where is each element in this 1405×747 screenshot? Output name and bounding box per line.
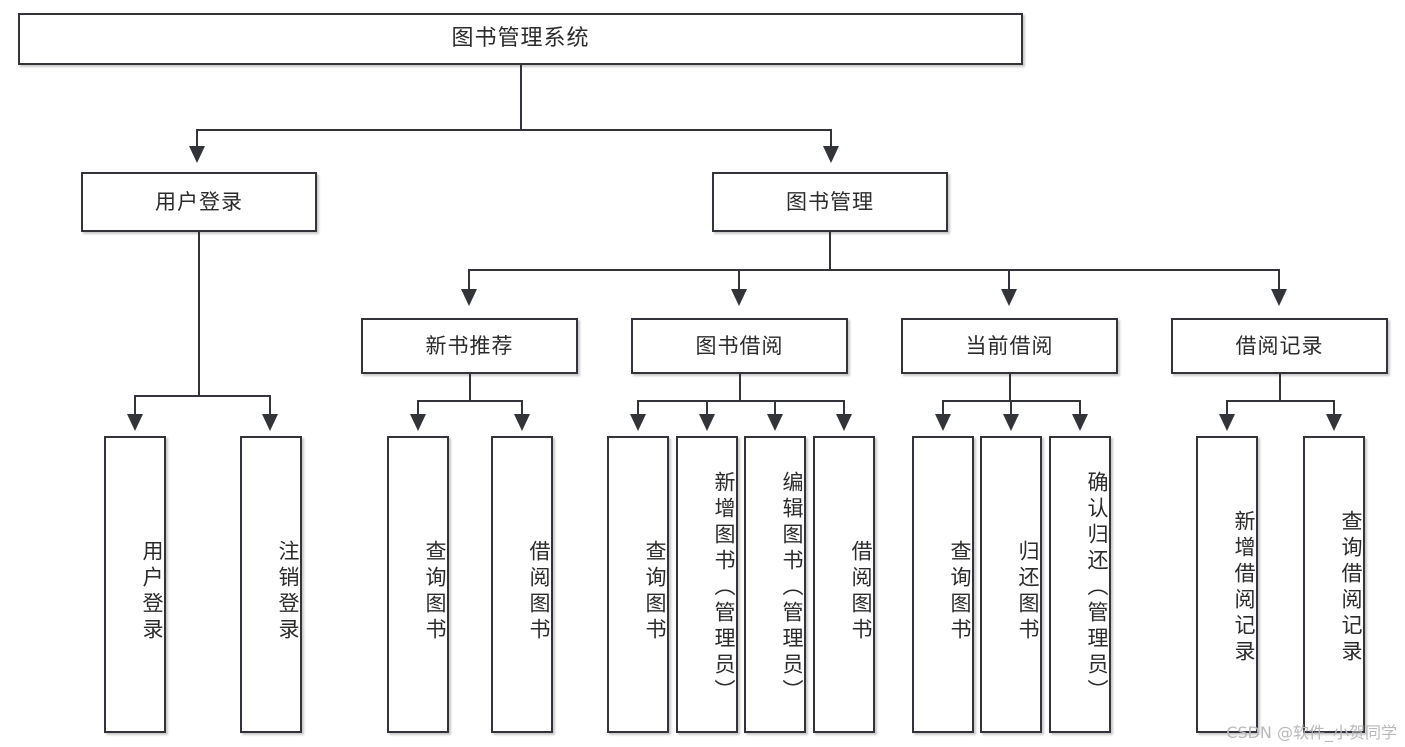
node-label: 借阅图书 [527,539,551,644]
leaf-borrow-book-new[interactable]: 借阅图书 [491,436,553,733]
connector-book-mgmt-bus [468,269,1280,271]
arrowhead-leaf-query-record [1326,414,1342,431]
connector-borrow-record-drop-2 [1333,400,1335,416]
node-label: 查询图书 [423,539,447,644]
arrowhead-leaf-borrow-book-1 [514,414,530,431]
arrowhead-current-borrow [1001,289,1017,306]
connector-user-login-drop-1 [134,395,136,416]
node-label: 借阅图书 [849,539,873,644]
connector-user-login-bus [134,395,270,397]
connector-book-borrow-stem [739,374,741,401]
connector-new-book-drop-1 [417,400,419,416]
connector-root-to-book-mgmt [830,129,832,148]
leaf-add-book[interactable]: 新增图书（管理员） [676,436,738,733]
connector-book-borrow-drop-4 [843,400,845,416]
node-label: 当前借阅 [965,333,1054,358]
connector-borrow-record-bus [1226,400,1334,402]
connector-book-borrow-bus [637,400,845,402]
arrowhead-leaf-query-book-1 [410,414,426,431]
arrowhead-user-login [189,146,205,163]
leaf-query-borrow-record[interactable]: 查询借阅记录 [1303,436,1365,733]
arrowhead-leaf-add-record [1219,414,1235,431]
connector-current-borrow-drop-1 [942,400,944,416]
connector-root-to-user-login [196,129,198,148]
node-label: 借阅记录 [1235,333,1324,358]
leaf-return-book[interactable]: 归还图书 [980,436,1042,733]
arrowhead-leaf-confirm-return [1072,414,1088,431]
node-label: 新增借阅记录 [1232,509,1256,666]
connector-to-current-borrow [1008,269,1010,291]
connector-to-new-book [468,269,470,291]
leaf-user-login[interactable]: 用户登录 [104,436,166,733]
node-book-management[interactable]: 图书管理 [712,172,948,232]
connector-to-book-borrow [738,269,740,291]
node-current-borrow[interactable]: 当前借阅 [901,318,1118,374]
node-label: 用户登录 [140,539,164,644]
node-root-system[interactable]: 图书管理系统 [18,13,1023,65]
leaf-borrow-book[interactable]: 借阅图书 [813,436,875,733]
arrowhead-leaf-user-login [127,414,143,431]
arrowhead-borrow-record [1271,289,1287,306]
node-label: 查询借阅记录 [1339,509,1363,666]
arrowhead-new-book [461,289,477,306]
connector-root-bus [196,129,832,131]
arrowhead-book-mgmt [823,146,839,163]
connector-new-book-stem [469,374,471,401]
leaf-add-borrow-record[interactable]: 新增借阅记录 [1196,436,1258,733]
arrowhead-leaf-borrow-book-2 [836,414,852,431]
leaf-edit-book[interactable]: 编辑图书（管理员） [744,436,806,733]
leaf-query-book-borrow[interactable]: 查询图书 [607,436,669,733]
node-label: 确认归还（管理员） [1085,470,1109,705]
node-label: 查询图书 [948,539,972,644]
connector-user-login-drop-2 [269,395,271,416]
connector-to-borrow-record [1278,269,1280,291]
watermark-text: CSDN @软件_小贺同学 [1226,723,1397,742]
connector-current-borrow-stem [1009,374,1011,401]
node-label: 新书推荐 [425,333,514,358]
node-label: 用户登录 [155,189,243,214]
arrowhead-leaf-logout [262,414,278,431]
connector-book-mgmt-stem [829,232,831,270]
connector-borrow-record-stem [1279,374,1281,401]
node-label: 查询图书 [643,539,667,644]
connector-book-borrow-drop-2 [706,400,708,416]
node-label: 图书借阅 [695,333,784,358]
arrowhead-leaf-query-book-3 [935,414,951,431]
node-new-book-recommend[interactable]: 新书推荐 [361,318,578,374]
connector-borrow-record-drop-1 [1226,400,1228,416]
node-book-borrow[interactable]: 图书借阅 [631,318,848,374]
connector-book-borrow-drop-3 [774,400,776,416]
node-borrow-record[interactable]: 借阅记录 [1171,318,1388,374]
node-label: 图书管理 [786,189,874,214]
leaf-query-book-current[interactable]: 查询图书 [912,436,974,733]
connector-current-borrow-drop-2 [1010,400,1012,416]
connector-new-book-bus [417,400,522,402]
connector-book-borrow-drop-1 [637,400,639,416]
connector-root-stem [520,65,522,130]
arrowhead-leaf-add-book [699,414,715,431]
arrowhead-book-borrow [731,289,747,306]
node-label: 归还图书 [1016,539,1040,644]
arrowhead-leaf-query-book-2 [630,414,646,431]
node-user-login[interactable]: 用户登录 [81,172,317,232]
node-label: 注销登录 [276,539,300,644]
leaf-query-book-new[interactable]: 查询图书 [387,436,449,733]
leaf-logout[interactable]: 注销登录 [240,436,302,733]
connector-current-borrow-drop-3 [1079,400,1081,416]
node-label: 编辑图书（管理员） [780,470,804,705]
leaf-confirm-return[interactable]: 确认归还（管理员） [1049,436,1111,733]
arrowhead-leaf-return-book [1003,414,1019,431]
node-label: 新增图书（管理员） [712,470,736,705]
connector-user-login-stem [198,232,200,396]
arrowhead-leaf-edit-book [767,414,783,431]
node-label: 图书管理系统 [451,26,590,52]
connector-new-book-drop-2 [521,400,523,416]
